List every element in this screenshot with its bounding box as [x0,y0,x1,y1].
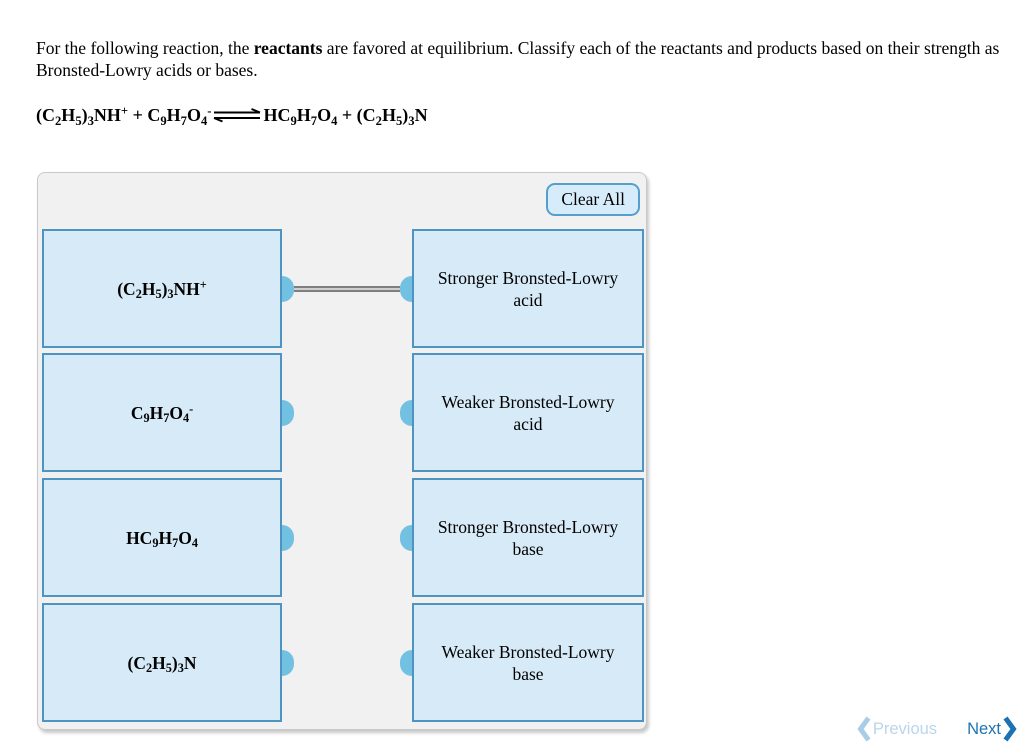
connection-port-left-1[interactable] [282,399,294,426]
connection-line[interactable] [294,285,400,292]
question-prefix: For the following reaction, the [36,38,254,58]
question-bold-word: reactants [253,38,323,58]
reactant-formula-2: HC9H7O4 [126,527,198,550]
question-text: For the following reaction, the reactant… [36,37,1001,81]
matching-panel: Clear All (C2H5)3NH+ C9H7O4- HC9H7O4 (C2… [37,172,647,730]
reactant-box-1[interactable]: C9H7O4- [42,353,294,472]
chevron-right-icon [1003,716,1017,742]
previous-button[interactable]: Previous [857,716,937,742]
next-button[interactable]: Next [967,716,1017,742]
reactant-box-0[interactable]: (C2H5)3NH+ [42,229,294,348]
reactant-formula-0: (C2H5)3NH+ [117,278,207,301]
clear-all-button[interactable]: Clear All [546,183,640,216]
connection-port-right-2[interactable] [400,524,412,551]
connection-port-left-2[interactable] [282,524,294,551]
connection-port-right-3[interactable] [400,649,412,676]
reactant-formula-1: C9H7O4- [130,402,194,425]
reaction-equation: (C2H5)3NH+ + C9H7O4-HC9H7O4 + (C2H5)3N [36,104,428,128]
reactant-box-2[interactable]: HC9H7O4 [42,478,294,597]
reactant-box-3[interactable]: (C2H5)3N [42,603,294,722]
question-suffix: are favored at equilibrium. Classify eac… [36,38,1000,80]
connection-port-right-0[interactable] [400,275,412,302]
reactant-formula-3: (C2H5)3N [127,652,197,675]
connection-port-left-3[interactable] [282,649,294,676]
chevron-left-icon [857,716,871,742]
connection-port-right-1[interactable] [400,399,412,426]
pagination-nav: Previous Next [857,716,1017,742]
connection-port-left-0[interactable] [282,275,294,302]
